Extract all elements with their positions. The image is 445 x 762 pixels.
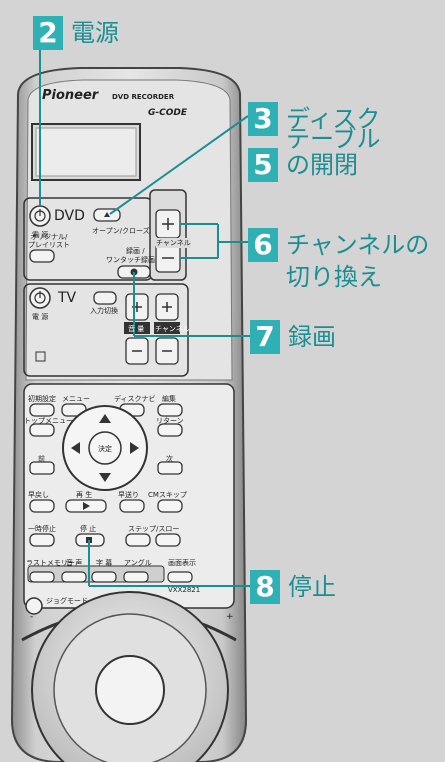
callout-stop: 8 停止 — [250, 570, 336, 604]
original-label-2: プレイリスト — [28, 241, 70, 249]
open-close-label: オープン/クローズ — [92, 227, 150, 235]
callout-number-8: 8 — [250, 570, 280, 604]
callout-open-close: 5 の開閉 — [248, 148, 358, 182]
step-label: ステップ/スロー — [128, 525, 180, 533]
callout-text-switch: 切り換え — [286, 263, 382, 291]
rec-label-1: 録画 / — [126, 247, 145, 255]
prev-label: 前 — [38, 455, 45, 463]
dvd-power-label: 電 源 — [32, 231, 49, 239]
model-number: VXX2821 — [168, 586, 201, 594]
next-label: 次 — [166, 455, 173, 463]
tv-label: TV — [58, 290, 77, 306]
top-menu-label: トップメニュー — [24, 417, 73, 425]
last-memory-label: ラストメモリー — [26, 559, 75, 567]
callout-power: 2 電源 — [33, 16, 119, 50]
callout-channel: 6 チャンネルの — [248, 228, 429, 262]
tv-power-label: 電 源 — [32, 313, 49, 321]
callout-number-6: 6 — [248, 228, 278, 262]
rec-label-2: ワンタッチ録画 — [106, 256, 155, 264]
callout-number-3: 3 — [248, 102, 278, 136]
tv-channel-label: チャンネル — [155, 325, 190, 333]
subtitle-label: 字 幕 — [96, 559, 113, 567]
angle-label: アングル — [124, 559, 152, 567]
enter-label: 決定 — [98, 445, 112, 453]
rewind-label: 早戻し — [28, 491, 49, 499]
volume-label: 音 量 — [128, 325, 145, 333]
callout-text-stop: 停止 — [288, 573, 336, 601]
menu-label: メニュー — [62, 395, 90, 403]
callout-text-open-close: の開閉 — [286, 151, 358, 179]
dvd-label: DVD — [54, 208, 85, 224]
callout-text-record: 録画 — [288, 323, 336, 351]
callout-number-2: 2 — [33, 16, 63, 50]
disc-navi-label: ディスクナビ — [114, 395, 156, 403]
edit-label: 編集 — [162, 395, 176, 403]
callout-text-channel: チャンネルの — [286, 231, 430, 259]
original-label-1: オリジナル/ — [30, 233, 68, 241]
callout-number-5: 5 — [248, 148, 278, 182]
product-name: DVD RECORDER — [112, 93, 175, 101]
display-label: 画面表示 — [168, 559, 196, 567]
setup-label: 初期設定 — [28, 395, 56, 403]
callout-text-power: 電源 — [71, 19, 119, 47]
stop-label: 停 止 — [80, 525, 97, 533]
cm-skip-label: CMスキップ — [148, 491, 187, 499]
audio-label: 音 声 — [66, 559, 83, 567]
pause-label: 一時停止 — [28, 525, 56, 533]
callout-disc-table: 3 ディスク — [248, 102, 380, 136]
callout-record: 7 録画 — [250, 320, 336, 354]
brand-logo: Pioneer — [42, 88, 99, 103]
ff-label: 早送り — [118, 491, 139, 499]
input-label: 入力切換 — [90, 307, 118, 315]
callout-number-7: 7 — [250, 320, 280, 354]
jog-plus: + — [226, 612, 234, 622]
callout-text-table: テーブル — [286, 125, 381, 153]
channel-label: チャンネル — [156, 238, 191, 248]
play-label: 再 生 — [76, 491, 93, 499]
return-label: リターン — [156, 417, 184, 425]
jog-minus: - — [30, 612, 34, 622]
callout-text-disc: ディスク — [286, 105, 381, 133]
jog-label: ジョグモード — [46, 597, 88, 605]
gcode-logo: G-CODE — [148, 108, 187, 118]
